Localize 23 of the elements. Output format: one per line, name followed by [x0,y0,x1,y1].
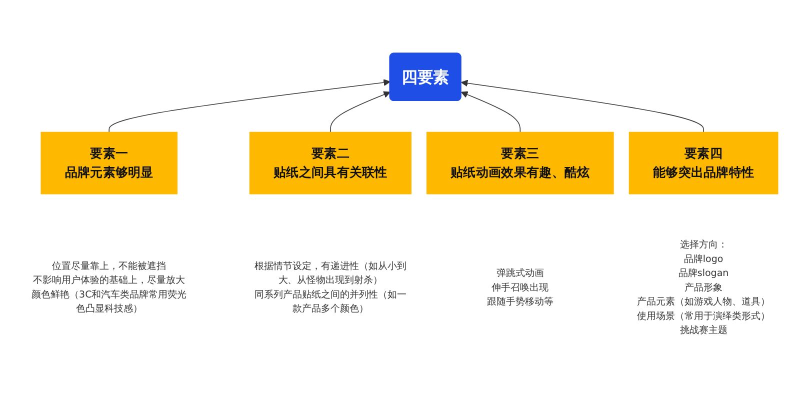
node-label: 同系列产品贴纸之间的并列性（如一款产品多个颜色） [254,288,406,314]
arrow [460,80,704,133]
node-label: 产品形象 [684,282,723,293]
node-box: 要素三 贴纸动画效果有趣、酷炫 [426,132,614,194]
node-label: 颜色鲜艳（3C和汽车类品牌常用荧光色凸显科技感） [32,288,187,314]
node-label: 不影响用户体验的基础上，尽量放大 [33,274,185,286]
node-box: 要素二 贴纸之间具有关联性 [249,132,412,194]
arrow [330,91,390,133]
arrow [108,79,390,133]
node-box: 要素一 品牌元素够明显 [40,132,178,194]
node-label: 弹跳式动画 [496,267,544,278]
node-label: 跟随手势移动等 [486,296,554,307]
node-label: 位置尽量靠上，不能被遮挡 [52,260,166,272]
node-label: 品牌logo [684,253,724,264]
node-label: 品牌slogan [678,267,729,278]
node-label: 使用场景（常用于演绎类形式） [637,310,770,322]
node-label: 产品元素（如游戏人物、道具） [637,296,770,307]
node-label: 选择方向： [680,238,728,250]
node-label: 根据情节设定，有递进性（如从小到大、从怪物出现到射杀） [254,260,406,286]
node-box: 要素四 能够突出品牌特性 [628,132,778,194]
arrow [460,91,521,133]
node-label: 伸手召唤出现 [492,282,549,293]
node-label: 挑战赛主题 [680,324,728,336]
